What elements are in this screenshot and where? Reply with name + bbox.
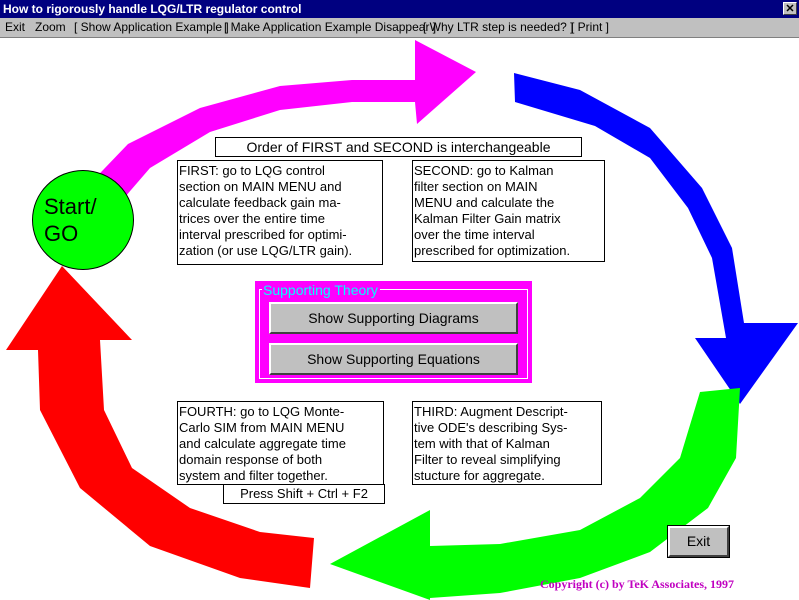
step-second-box: SECOND: go to Kalman filter section on M… — [412, 160, 605, 262]
supporting-theory-panel: Supporting Theory Show Supporting Diagra… — [255, 281, 532, 383]
arrow-second — [514, 73, 798, 404]
step-fourth-box: FOURTH: go to LQG Monte- Carlo SIM from … — [177, 401, 384, 485]
menu-zoom[interactable]: Zoom — [35, 20, 66, 34]
start-circle — [32, 170, 134, 270]
step-fourth-line: system and filter together. — [179, 468, 328, 483]
arrow-third — [330, 388, 740, 600]
step-fourth-line: and calculate aggregate time — [179, 436, 346, 451]
step-first-line: FIRST: go to LQG control — [179, 163, 325, 178]
order-note: Order of FIRST and SECOND is interchange… — [215, 137, 582, 157]
step-fourth-line: domain response of both — [179, 452, 323, 467]
step-second-line: prescribed for optimization. — [414, 243, 571, 258]
exit-button[interactable]: Exit — [667, 525, 730, 558]
start-label-line-2: GO — [44, 221, 79, 246]
step-first-line: calculate feedback gain ma- — [179, 195, 341, 210]
show-supporting-diagrams-button[interactable]: Show Supporting Diagrams — [269, 302, 518, 334]
start-label: Start/ GO — [44, 193, 124, 247]
copyright-notice: Copyright (c) by TeK Associates, 1997 — [540, 577, 735, 591]
step-second-line: MENU and calculate the — [414, 195, 555, 210]
step-third-line: Filter to reveal simplifying — [414, 452, 561, 467]
supporting-theory-title: Supporting Theory — [262, 282, 380, 298]
step-first-line: interval prescribed for optimi- — [179, 227, 347, 242]
arrow-fourth — [6, 266, 314, 588]
step-first-box: FIRST: go to LQG control section on MAIN… — [177, 160, 383, 265]
menu-show-application-example[interactable]: [ Show Application Example ] — [74, 20, 229, 34]
cycle-diagram — [6, 40, 798, 600]
step-fourth-line: Carlo SIM from MAIN MENU — [179, 420, 345, 435]
step-second-line: Kalman Filter Gain matrix — [414, 211, 561, 226]
window-title: How to rigorously handle LQG/LTR regulat… — [3, 2, 302, 16]
step-first-line: section on MAIN MENU and — [179, 179, 342, 194]
step-third-line: tive ODE's describing Sys- — [414, 420, 568, 435]
menu-exit[interactable]: Exit — [5, 20, 26, 34]
step-third-line: THIRD: Augment Descript- — [414, 404, 568, 419]
step-second-line: filter section on MAIN — [414, 179, 538, 194]
menu-print[interactable]: [ Print ] — [571, 20, 610, 34]
start-label-line-1: Start/ — [44, 194, 97, 219]
title-bar: How to rigorously handle LQG/LTR regulat… — [0, 0, 799, 18]
hotkey-hint: Press Shift + Ctrl + F2 — [223, 484, 385, 504]
arrow-first — [80, 40, 476, 212]
step-third-line: stucture for aggregate. — [414, 468, 545, 483]
step-third-line: tem with that of Kalman — [414, 436, 550, 451]
step-second-line: SECOND: go to Kalman — [414, 163, 554, 178]
step-fourth-line: FOURTH: go to LQG Monte- — [179, 404, 345, 419]
step-first-line: zation (or use LQG/LTR gain). — [179, 243, 353, 258]
show-supporting-equations-button[interactable]: Show Supporting Equations — [269, 343, 518, 375]
menu-make-application-example-disappear[interactable]: [ Make Application Example Disappear ] — [224, 20, 437, 34]
close-button[interactable]: ✕ — [783, 2, 797, 15]
menu-bar: Exit Zoom [ Show Application Example ] [… — [0, 18, 799, 38]
step-third-box: THIRD: Augment Descript- tive ODE's desc… — [412, 401, 602, 485]
supporting-theory-frame — [259, 289, 528, 379]
menu-why-ltr-step-needed[interactable]: [ Why LTR step is needed? ] — [423, 20, 574, 34]
step-first-line: trices over the entire time — [179, 211, 325, 226]
step-second-line: over the time interval — [414, 227, 535, 242]
